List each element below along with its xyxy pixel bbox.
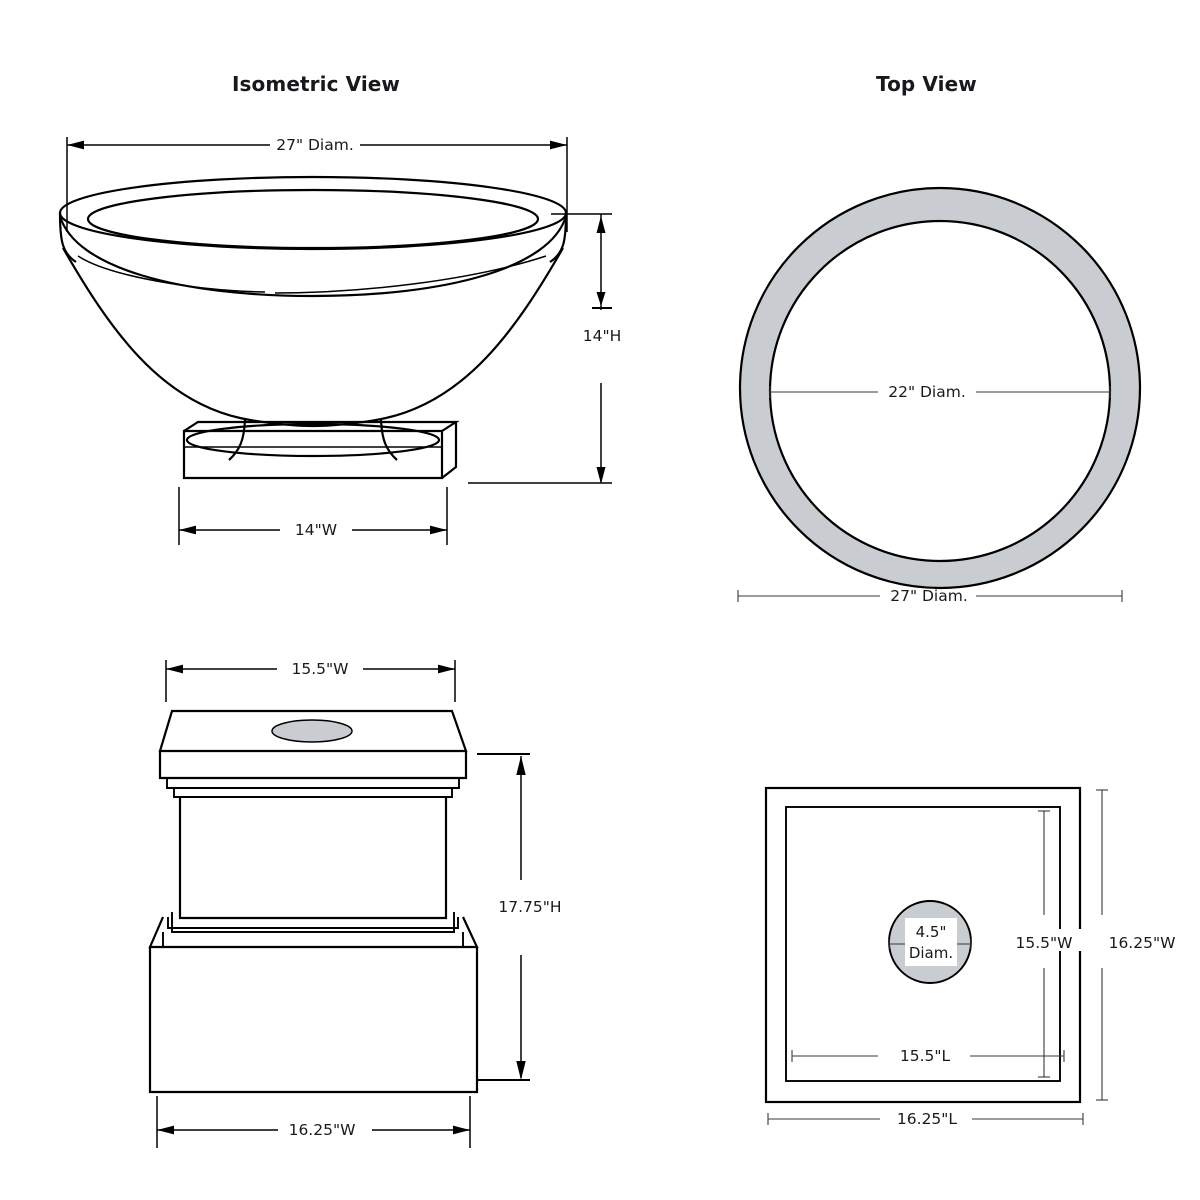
- pedestal-plan-group: 4.5" Diam. 15.5"W 16.25"W: [764, 786, 1176, 1128]
- top-view-group: 22" Diam. 27" Diam.: [737, 186, 1142, 605]
- moulding-band-2: [173, 788, 453, 798]
- dim-pedestal-height: 17.75"H: [477, 753, 562, 1081]
- plan-hole-label-backdrop: [905, 918, 957, 966]
- dim-plan-outer-length: 16.25"L: [767, 1110, 1084, 1128]
- pedestal-shaft: [178, 797, 448, 920]
- pedestal-plinth-steps: [148, 912, 479, 949]
- isometric-view-group: 27" Diam. 14"H: [58, 136, 622, 545]
- dim-label-plan-outer-length: 16.25"L: [897, 1110, 958, 1128]
- bowl-foot-left: [228, 419, 247, 461]
- plinth-top-bevel: [183, 420, 460, 432]
- bowl-rim-outer: [58, 175, 568, 251]
- dim-label-plan-inner-length: 15.5"L: [900, 1047, 951, 1065]
- dim-pedestal-cap-width: 15.5"W: [165, 660, 456, 702]
- dim-label-cap-width: 15.5"W: [292, 660, 349, 678]
- dim-label-pedestal-height: 17.75"H: [498, 898, 561, 916]
- plinth-step-1: [171, 912, 455, 933]
- dim-label-plan-outer-width: 16.25"W: [1109, 934, 1176, 952]
- bowl-rim-inner: [86, 188, 540, 250]
- bowl-body-left: [62, 247, 241, 420]
- dim-label-bowl-height: 14"H: [583, 327, 622, 345]
- dim-label-hole-diameter-unit: Diam.: [909, 944, 953, 962]
- moulding-band-1: [166, 778, 460, 789]
- dim-iso-bowl-height: 14"H: [468, 213, 622, 484]
- dim-label-base-width: 14"W: [295, 521, 337, 539]
- bowl-flange-highlight-left: [77, 255, 266, 293]
- dim-iso-top-diameter: 27" Diam.: [66, 136, 568, 232]
- pedestal-elevation-group: 15.5"W: [148, 660, 562, 1148]
- pedestal-shaft-body: [178, 797, 448, 920]
- bowl-flange-highlight-right: [274, 255, 547, 294]
- bowl-illustration: [58, 175, 568, 480]
- pedestal-neck-mouldings: [166, 778, 460, 798]
- pedestal-cap: [158, 709, 468, 780]
- plinth-side-bevel: [441, 422, 458, 479]
- dim-label-outer-diameter: 27" Diam.: [890, 587, 968, 605]
- dim-pedestal-base-width: 16.25"W: [156, 1096, 471, 1148]
- dim-label-inner-diameter: 22" Diam.: [888, 383, 966, 401]
- dim-label-hole-diameter-value: 4.5": [916, 923, 947, 941]
- top-view-title: Top View: [876, 72, 977, 96]
- dim-top-outer-diameter: 27" Diam.: [737, 587, 1123, 605]
- bowl-foot-pad: [185, 422, 441, 458]
- bowl-flange-underside: [58, 215, 568, 298]
- dim-plan-outer-width: 16.25"W: [1096, 789, 1176, 1101]
- dim-top-inner-diameter: 22" Diam.: [769, 378, 1111, 401]
- pedestal-base-block: [148, 947, 479, 1094]
- isometric-view-title: Isometric View: [232, 72, 401, 96]
- pedestal-cap-hole-fill: [272, 720, 352, 742]
- plinth-step-2: [162, 932, 464, 948]
- pedestal-cap-hole-edge: [271, 719, 353, 743]
- plinth-flare: [148, 916, 479, 949]
- base-block-body: [148, 947, 479, 1094]
- dim-plan-inner-width: 15.5"W: [1002, 810, 1086, 1078]
- dim-plan-inner-length: 15.5"L: [791, 1043, 1065, 1065]
- dim-iso-base-width: 14"W: [178, 487, 448, 545]
- plinth-step-inner: [167, 917, 459, 929]
- dim-label-pedestal-base-width: 16.25"W: [289, 1121, 356, 1139]
- dim-label-top-diameter: 27" Diam.: [276, 136, 354, 154]
- bowl-body-right: [385, 247, 564, 420]
- plinth-front-face: [182, 429, 444, 480]
- bowl-foot-right: [379, 419, 398, 461]
- pedestal-cap-top-face: [158, 709, 468, 753]
- ring-outer-edge: [738, 186, 1142, 590]
- pedestal-cap-front-band: [158, 751, 468, 780]
- dim-label-plan-inner-width: 15.5"W: [1016, 934, 1073, 952]
